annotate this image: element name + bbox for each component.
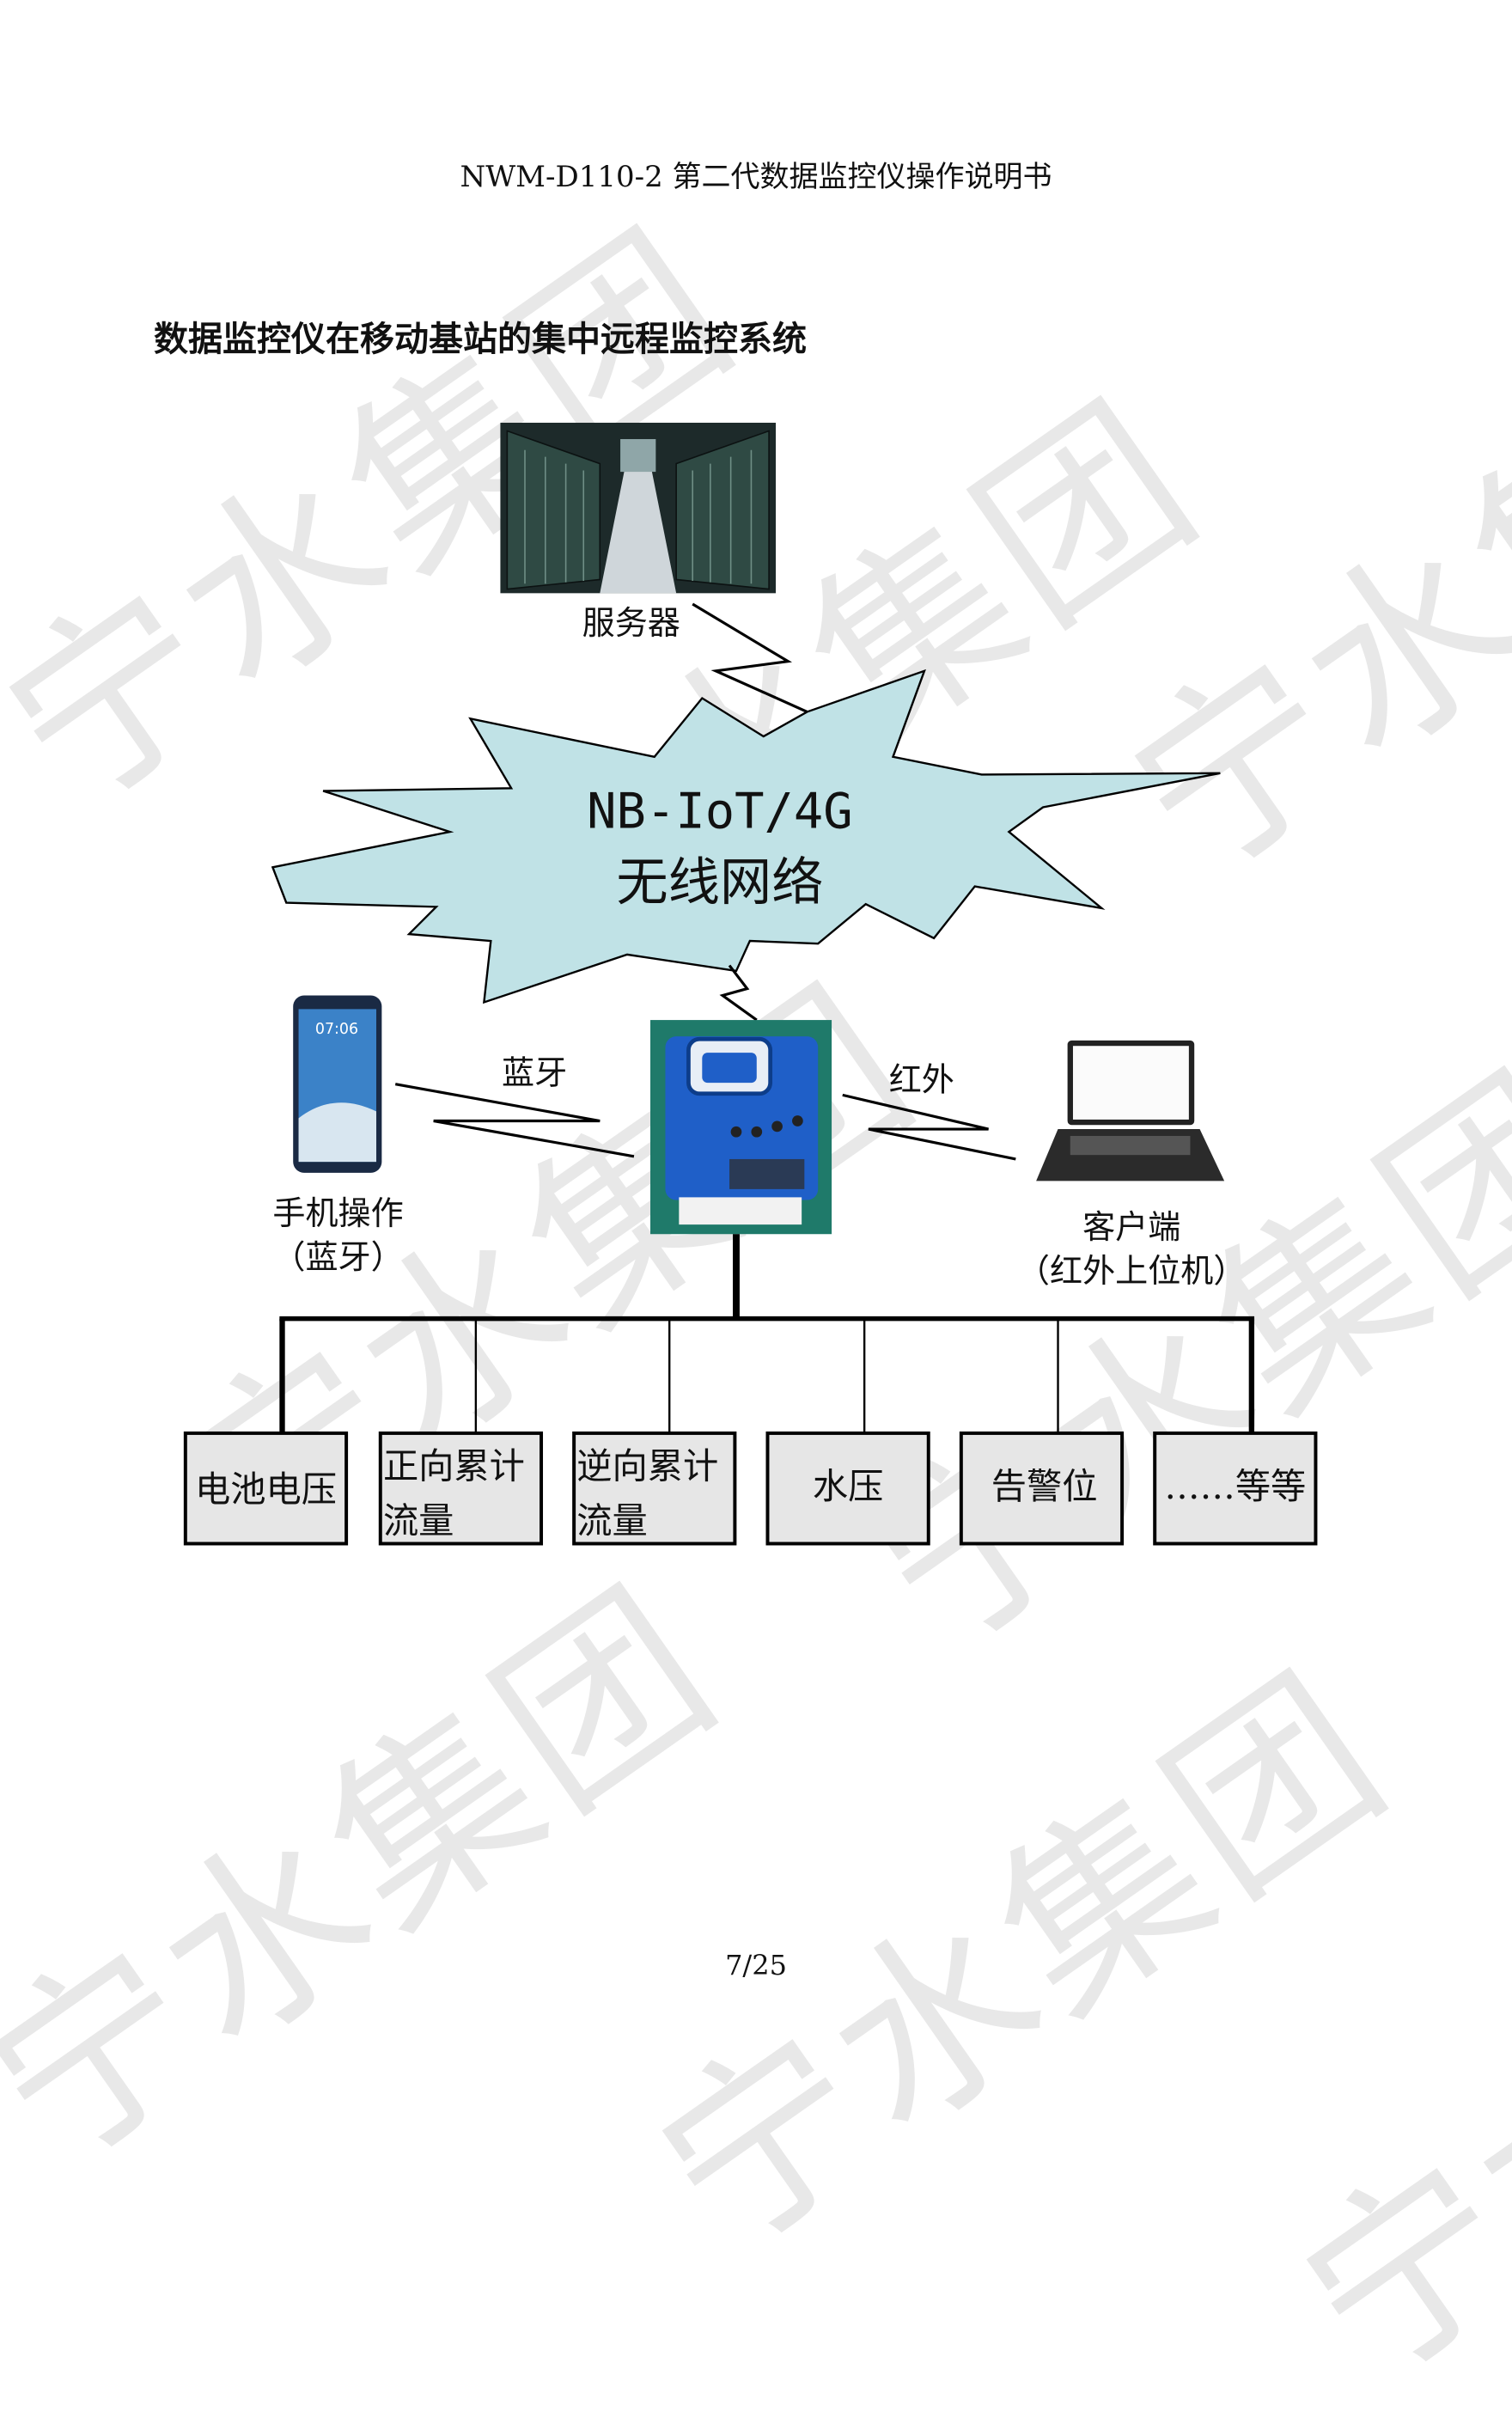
- svg-text:电池电压: 电池电压: [195, 1468, 337, 1510]
- phone-image: 07:06: [293, 995, 382, 1173]
- wireless-link-device: [719, 964, 758, 1022]
- document-header: NWM-D110-2 第二代数据监控仪操作说明书: [460, 160, 1052, 194]
- svg-text:正向累计: 正向累计: [383, 1445, 525, 1487]
- network-label-line2: 无线网络: [616, 852, 823, 913]
- box-forward-flow: 正向累计 流量: [378, 1431, 544, 1546]
- client-label-line1: 客户端: [1082, 1208, 1180, 1246]
- box-water-pressure: 水压: [765, 1431, 930, 1546]
- svg-text:……等等: ……等等: [1164, 1466, 1306, 1507]
- svg-text:流量: 流量: [383, 1500, 454, 1542]
- box-reverse-flow: 逆向累计 流量: [572, 1431, 737, 1546]
- box-etc: ……等等: [1153, 1431, 1318, 1546]
- page-number: 7/25: [725, 1949, 787, 1981]
- section-title: 数据监控仪在移动基站的集中远程监控系统: [154, 320, 807, 359]
- bluetooth-link: [394, 1083, 635, 1158]
- data-bus: [279, 1234, 1255, 1432]
- infrared-link: [842, 1093, 1016, 1161]
- phone-label-line2: （蓝牙）: [272, 1238, 403, 1276]
- phone-label-line1: 手机操作: [272, 1194, 403, 1232]
- box-battery-voltage: 电池电压: [183, 1431, 349, 1546]
- box-alarm-bit: 告警位: [959, 1431, 1125, 1546]
- network-cloud: [271, 669, 1221, 1004]
- svg-text:告警位: 告警位: [991, 1466, 1098, 1507]
- server-room-image: [500, 422, 777, 594]
- network-label-line1: NB-IoT/4G: [587, 783, 853, 840]
- client-label-line2: （红外上位机）: [1017, 1252, 1247, 1290]
- bluetooth-label: 蓝牙: [502, 1054, 567, 1092]
- data-monitor-device-image: [649, 1020, 832, 1235]
- svg-text:逆向累计: 逆向累计: [576, 1445, 718, 1487]
- system-diagram: 服务器 NB-IoT/4G 无线网络 07:06 手机操作 （蓝牙） 蓝牙 红外…: [183, 422, 1318, 1546]
- svg-text:水压: 水压: [813, 1466, 884, 1507]
- laptop-image: [1036, 1040, 1225, 1181]
- server-label: 服务器: [582, 604, 680, 642]
- infrared-label: 红外: [889, 1061, 954, 1099]
- svg-text:流量: 流量: [576, 1500, 648, 1542]
- wireless-link-server: [692, 602, 808, 713]
- phone-time: 07:06: [315, 1021, 358, 1038]
